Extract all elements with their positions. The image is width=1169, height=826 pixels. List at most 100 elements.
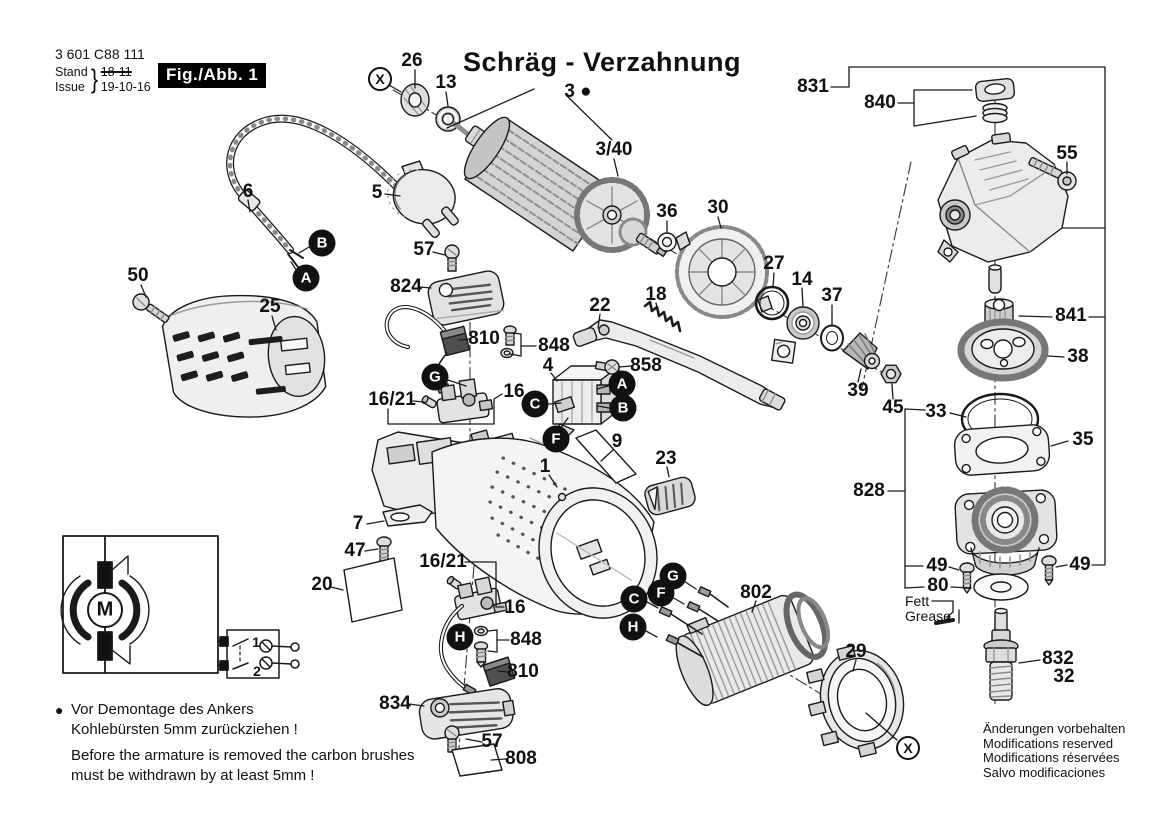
pinion-gear-39-drawing: [842, 332, 881, 370]
screw-washer-848-lower-drawing: [473, 625, 489, 668]
power-plug-drawing: [387, 160, 459, 239]
part-callout-6: 6: [242, 181, 254, 202]
screw-49-right-drawing: [1041, 555, 1057, 586]
detail-marker-G: G: [421, 363, 449, 391]
part-callout-828: 828: [853, 480, 885, 501]
screw-50-drawing: [132, 293, 170, 323]
part-callout-802: 802: [740, 582, 772, 603]
part-callout-14: 14: [791, 269, 813, 290]
part-callout-49: 49: [926, 555, 948, 576]
part-callout-5: 5: [371, 182, 383, 203]
issue-value: 19-10-16: [100, 79, 151, 94]
part-callout-858: 858: [630, 355, 662, 376]
armature-drawing: [452, 116, 667, 258]
stand-label: Stand: [55, 65, 88, 79]
grease-label-en: Grease: [905, 608, 951, 624]
detail-marker-B: B: [308, 229, 336, 257]
gasket-35-drawing: [953, 424, 1051, 476]
part-callout-4: 4: [542, 355, 554, 376]
part-callout-49: 49: [1069, 554, 1091, 575]
part-callout-29: 29: [845, 641, 867, 662]
gear-head-housing-drawing: [937, 132, 1069, 263]
motor-housing-1-drawing: [371, 429, 658, 619]
lever-22-drawing: [572, 319, 786, 411]
rear-cover-25-drawing: [161, 294, 327, 418]
field-stator-802-drawing: [658, 586, 831, 707]
bearing-13-drawing: [435, 106, 461, 132]
modifications-de: Änderungen vorbehalten: [983, 721, 1126, 736]
wiring-schematic: [60, 535, 300, 679]
pin-841-drawing: [988, 264, 1002, 294]
nut-45-drawing: [880, 364, 902, 384]
warning-en-line2: must be withdrawn by at least 5mm !: [71, 767, 315, 784]
part-callout-834: 834: [379, 693, 411, 714]
part-callout-16: 16: [504, 597, 526, 618]
part-callout-50: 50: [127, 265, 149, 286]
part-callout-18: 18: [645, 284, 667, 305]
part-callout-39: 39: [847, 380, 869, 401]
spindle-832-drawing: [983, 607, 1019, 701]
detail-marker-A: A: [608, 370, 636, 398]
screw-57-lower-drawing: [444, 725, 460, 753]
stand-value: 18-11: [100, 65, 132, 79]
schematic-terminal-1: 1: [252, 634, 260, 650]
label-20-drawing: [343, 557, 403, 623]
bearing-14-drawing: [771, 306, 820, 364]
bolt-55-drawing: [1028, 157, 1077, 191]
part-callout-808: 808: [505, 748, 537, 769]
warning-de-line2: Kohlebürsten 5mm zurückziehen !: [71, 721, 298, 738]
part-callout-26: 26: [401, 50, 423, 71]
document-part-number: 3 601 C88 111: [55, 46, 145, 62]
ring-27-drawing: [754, 285, 790, 321]
brush-cover-824-drawing: [427, 270, 505, 326]
part-callout-16: 16: [503, 381, 525, 402]
detail-marker-F: F: [647, 579, 675, 607]
part-callout-35: 35: [1072, 429, 1094, 450]
part-callout-831: 831: [797, 76, 829, 97]
part-callout-7: 7: [352, 513, 364, 534]
part-callout-20: 20: [311, 574, 333, 595]
part-callout-810: 810: [507, 661, 539, 682]
clip-7-drawing: [382, 504, 433, 527]
screw-49-left-drawing: [959, 562, 975, 594]
screw-washer-848-upper-drawing: [500, 325, 517, 359]
part-callout-33: 33: [925, 401, 947, 422]
brush-holder-16-upper-drawing: [436, 378, 494, 424]
leader-lines: [140, 66, 1106, 761]
part-callout-80: 80: [927, 575, 949, 596]
part-callout-9: 9: [611, 431, 623, 452]
detail-marker-C: C: [620, 585, 648, 613]
detail-marker-F: F: [542, 425, 570, 453]
screw-47-drawing: [376, 536, 392, 564]
detail-marker-B: B: [609, 394, 637, 422]
part-callout-25: 25: [259, 296, 281, 317]
detail-marker-X: X: [896, 736, 920, 760]
part-callout-13: 13: [435, 72, 457, 93]
part-callout-47: 47: [344, 540, 366, 561]
warning-en-line1: Before the armature is removed the carbo…: [71, 747, 415, 764]
detail-marker-C: C: [521, 390, 549, 418]
grease-pointer: [931, 600, 960, 625]
detail-marker-A: A: [292, 264, 320, 292]
modifications-en: Modifications reserved: [983, 735, 1114, 751]
part-callout-832: 832: [1042, 648, 1074, 669]
crown-gear-38-drawing: [957, 318, 1049, 382]
grease-label-de: Fett: [905, 593, 930, 609]
part-callout-30: 30: [707, 197, 729, 218]
ring-840-drawing: [982, 102, 1008, 124]
washer-80-drawing: [973, 573, 1029, 601]
baffle-plate-30-drawing: [675, 225, 773, 319]
part-callout-27: 27: [763, 253, 785, 274]
modifications-fr: Modifications réservées: [983, 750, 1120, 766]
part-callout-55: 55: [1056, 143, 1078, 164]
pin-1621-upper-drawing: [421, 395, 437, 409]
schematic-terminal-2: 2: [253, 663, 261, 679]
part-callout-32: 32: [1053, 666, 1075, 687]
modifications-es: Salvo modificaciones: [983, 764, 1106, 780]
screw-858-drawing: [594, 359, 620, 375]
part-callout-45: 45: [882, 397, 904, 418]
part-callout-38: 38: [1067, 346, 1089, 367]
part-callout-1: 1: [539, 456, 551, 477]
label-808-drawing: [451, 743, 503, 777]
